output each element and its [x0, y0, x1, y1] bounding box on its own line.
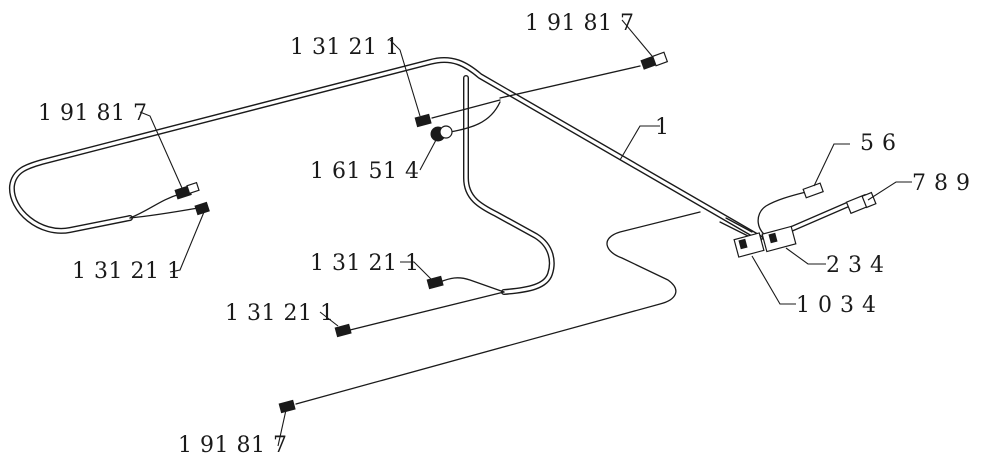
thin-wires [129, 65, 851, 405]
connector-789 [845, 191, 877, 215]
connector-left-upper [174, 181, 200, 200]
junction-block [733, 225, 797, 258]
label-left-lower-connector: 1 31 21 1 [72, 259, 181, 284]
connector-left-lower [194, 201, 210, 216]
label-left-connector: 1 91 81 7 [38, 101, 147, 126]
connector-top-right [640, 51, 669, 70]
leader-lines [139, 19, 912, 447]
connector-bottom-left [334, 323, 352, 338]
label-branch-56: 5 6 [860, 131, 897, 156]
connector-bottom [278, 399, 296, 414]
vertical-branch [463, 75, 555, 295]
labels: 1 91 81 7 1 31 21 1 1 91 81 7 1 31 21 1 … [38, 11, 970, 458]
label-bottom-connector: 1 91 81 7 [178, 433, 287, 458]
label-top-center-connector: 1 31 21 1 [290, 35, 399, 60]
label-branch-789: 7 8 9 [912, 171, 970, 196]
main-trunk [8, 56, 763, 241]
grommet [430, 125, 453, 142]
connector-top-center [414, 113, 432, 128]
label-top-right-connector: 1 91 81 7 [525, 11, 634, 36]
label-main-harness: 1 [655, 115, 670, 140]
label-bottom-left-connector: 1 31 21 1 [225, 301, 334, 326]
label-grommet: 1 61 51 4 [310, 159, 419, 184]
label-junction-234: 2 3 4 [826, 253, 884, 278]
label-center-connector: 1 31 21 1 [310, 251, 419, 276]
label-junction-1034: 1 0 3 4 [796, 293, 876, 318]
connector-56 [802, 182, 824, 199]
